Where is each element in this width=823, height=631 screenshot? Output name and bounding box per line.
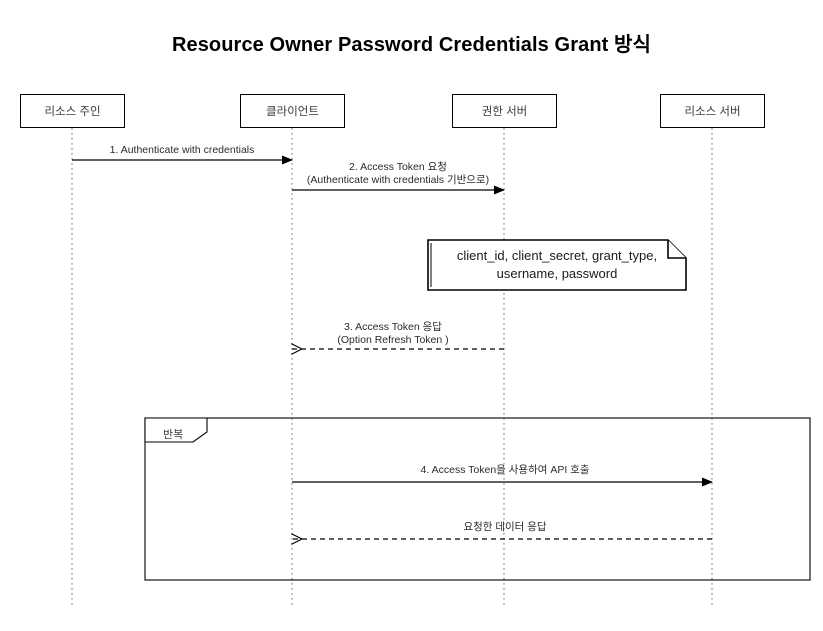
message-label-2: 2. Access Token 요청 (Authenticate with cr…: [278, 161, 518, 187]
loop-fragment-label: 반복: [163, 429, 184, 441]
participant-label: 리소스 주인: [44, 106, 101, 118]
participant-label: 클라이언트: [266, 106, 319, 118]
participant-label: 권한 서버: [481, 106, 528, 118]
message-label-5: 요청한 데이터 응답: [300, 521, 710, 534]
lifelines-group: [71, 128, 713, 608]
participant-resource-server[interactable]: 리소스 서버: [660, 94, 765, 128]
message-label-line: 3. Access Token 응답: [344, 321, 442, 333]
message-arrows: [72, 155, 713, 539]
message-label-1: 1. Authenticate with credentials: [82, 144, 282, 157]
note-line: username, password: [496, 266, 618, 281]
message-label-3: 3. Access Token 응답 (Option Refresh Token…: [278, 321, 508, 347]
message-label-4: 4. Access Token을 사용하여 API 호출: [300, 464, 710, 477]
participant-auth-server[interactable]: 권한 서버: [452, 94, 557, 128]
participant-label: 리소스 서버: [684, 106, 741, 118]
loop-fragment-frame: [144, 417, 811, 581]
note-line: client_id, client_secret, grant_type,: [456, 248, 658, 263]
note-token-request-text: client_id, client_secret, grant_type, us…: [432, 247, 682, 283]
loop-fragment-tab: [144, 417, 208, 443]
note-shape: [427, 239, 687, 291]
message-label-line: (Authenticate with credentials 기반으로): [306, 174, 490, 186]
page-title: Resource Owner Password Credentials Gran…: [171, 34, 652, 56]
message-label-line: 요청한 데이터 응답: [463, 521, 547, 533]
participant-client[interactable]: 클라이언트: [240, 94, 345, 128]
message-label-line: 4. Access Token을 사용하여 API 호출: [420, 464, 590, 476]
message-label-line: 2. Access Token 요청: [349, 161, 447, 173]
message-label-line: (Option Refresh Token ): [337, 334, 449, 346]
participant-resource-owner[interactable]: 리소스 주인: [20, 94, 125, 128]
message-label-line: 1. Authenticate with credentials: [109, 144, 255, 156]
